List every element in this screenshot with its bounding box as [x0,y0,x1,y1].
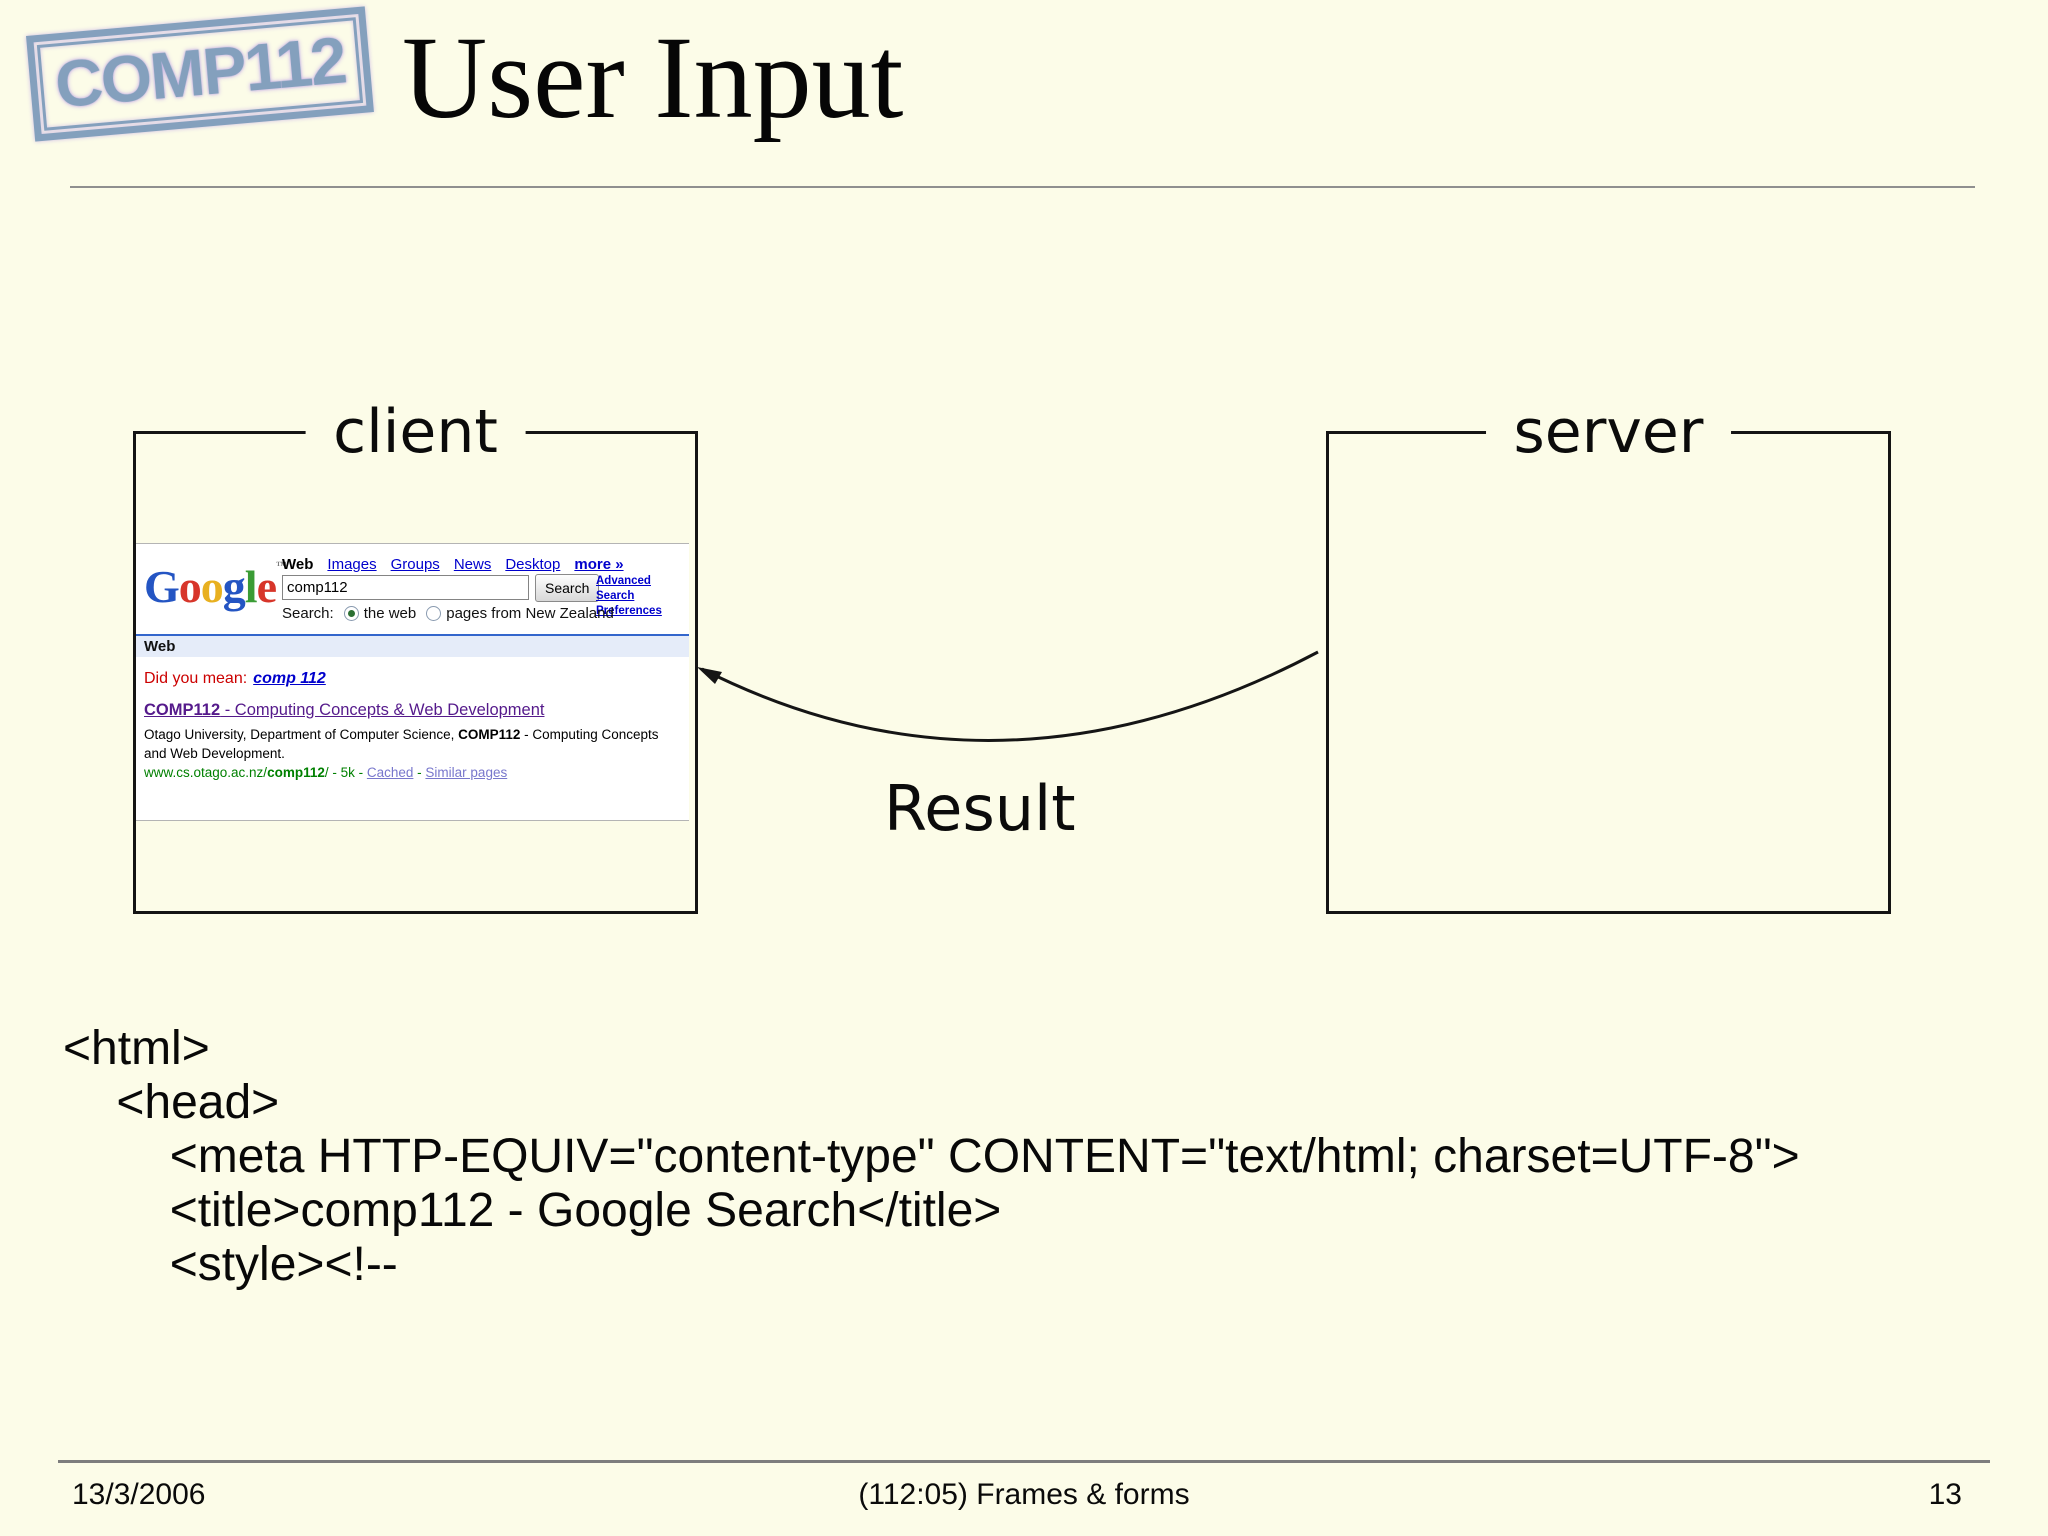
result-url: / - 5k - [324,765,367,780]
footer-course-label: (112:05) Frames & forms [858,1478,1190,1511]
search-input[interactable] [282,575,529,600]
client-box: client [133,397,698,914]
result-title-rest: - Computing Concepts & Web Development [220,701,545,719]
server-box: server [1326,397,1891,914]
google-results-screenshot: Google™ Web Images Groups News Desktop more »… [136,543,689,821]
logo-letter: o [178,561,202,612]
result-title-link[interactable]: COMP112 - Computing Concepts & Web Devel… [144,701,544,720]
logo-letter: g [222,561,246,612]
result-title-bold: COMP112 [144,701,221,719]
result-url-row: www.cs.otago.ac.nz/comp112/ - 5k - Cache… [144,765,507,780]
search-side-links: Advanced Search Preferences [596,574,689,619]
nav-link-images[interactable]: Images [327,556,377,573]
nav-link-desktop[interactable]: Desktop [505,556,561,573]
html-code-block: <html> <head> <meta HTTP-EQUIV="content-… [63,1022,1800,1291]
separator: - [413,765,426,780]
snippet-text: - Computing Concepts and Web Development… [144,727,659,761]
snippet-text: Otago University, Department of Computer… [144,727,459,742]
comp112-stamp-logo: COMP112 [26,6,375,142]
search-button[interactable]: Search [535,574,600,602]
scope-option-nz: pages from New Zealand [446,605,614,622]
web-results-bar: Web [136,634,689,657]
logo-letter: l [244,561,258,612]
client-label: client [305,397,526,467]
header-divider [70,186,1975,188]
logo-letter: G [144,561,180,612]
google-nav-links: Web Images Groups News Desktop more » [282,556,638,573]
footer-date: 13/3/2006 [72,1478,206,1511]
scope-option-web: the web [363,605,417,622]
stamp-inner-border: COMP112 [36,17,364,131]
radio-pages-nz[interactable] [426,606,442,621]
result-snippet: Otago University, Department of Computer… [144,725,672,763]
advanced-search-link[interactable]: Advanced Search [596,575,651,602]
logo-letter: o [200,561,224,612]
search-scope-row: Search: the web pages from New Zealand [282,605,614,622]
web-results-bar-label: Web [144,638,176,655]
scope-label: Search: [282,605,334,622]
nav-tab-web: Web [282,556,314,573]
trademark-symbol: ™ [275,560,287,572]
did-you-mean-row: Did you mean: comp 112 [144,670,326,688]
google-logo: Google™ [144,560,287,613]
page-title: User Input [402,12,904,143]
result-url: www.cs.otago.ac.nz/ [144,765,268,780]
preferences-link[interactable]: Preferences [596,605,662,617]
nav-link-news[interactable]: News [453,556,492,573]
server-label: server [1485,397,1732,467]
did-you-mean-label: Did you mean: [144,670,248,687]
nav-link-more[interactable]: more » [574,556,624,573]
similar-pages-link[interactable]: Similar pages [425,765,508,780]
radio-the-web[interactable] [343,606,359,621]
stamp-text: COMP112 [52,22,348,122]
footer-page-number: 13 [1928,1478,1962,1511]
result-arrow-label: Result [884,772,1076,845]
nav-link-groups[interactable]: Groups [390,556,440,573]
logo-letter: e [256,561,277,612]
cached-link[interactable]: Cached [366,765,414,780]
snippet-bold: COMP112 [458,727,521,742]
result-url-bold: comp112 [267,765,325,780]
did-you-mean-link[interactable]: comp 112 [253,670,326,687]
footer-divider [58,1460,1990,1463]
